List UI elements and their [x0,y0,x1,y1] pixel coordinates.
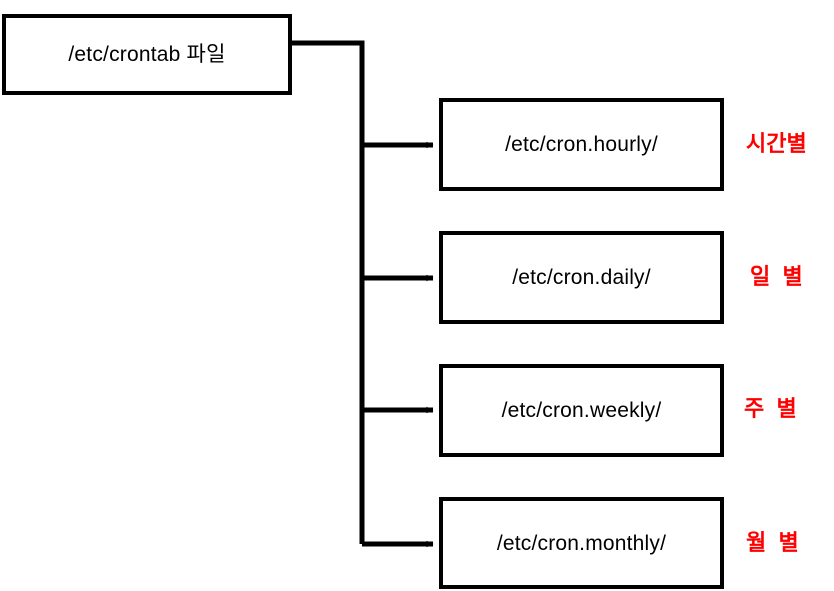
node-cron-daily: /etc/cron.daily/ [439,231,724,324]
node-crontab-file: /etc/crontab 파일 [2,14,292,95]
node-label-cron-weekly: /etc/cron.weekly/ [501,399,662,422]
period-label-daily: 일 별 [750,264,803,289]
node-label-cron-hourly: /etc/cron.hourly/ [505,133,658,156]
period-label-weekly: 주 별 [744,396,797,421]
node-label-cron-daily: /etc/cron.daily/ [512,266,651,289]
node-label-cron-monthly: /etc/cron.monthly/ [496,531,667,555]
node-label-crontab-file: /etc/crontab 파일 [68,43,226,66]
connector-trunk [292,40,365,544]
node-cron-weekly: /etc/cron.weekly/ [439,364,724,457]
node-cron-hourly: /etc/cron.hourly/ [439,98,724,191]
period-label-hourly: 시간별 [746,131,807,156]
node-cron-monthly: /etc/cron.monthly/ [439,497,724,589]
period-label-monthly: 월 별 [746,530,799,555]
